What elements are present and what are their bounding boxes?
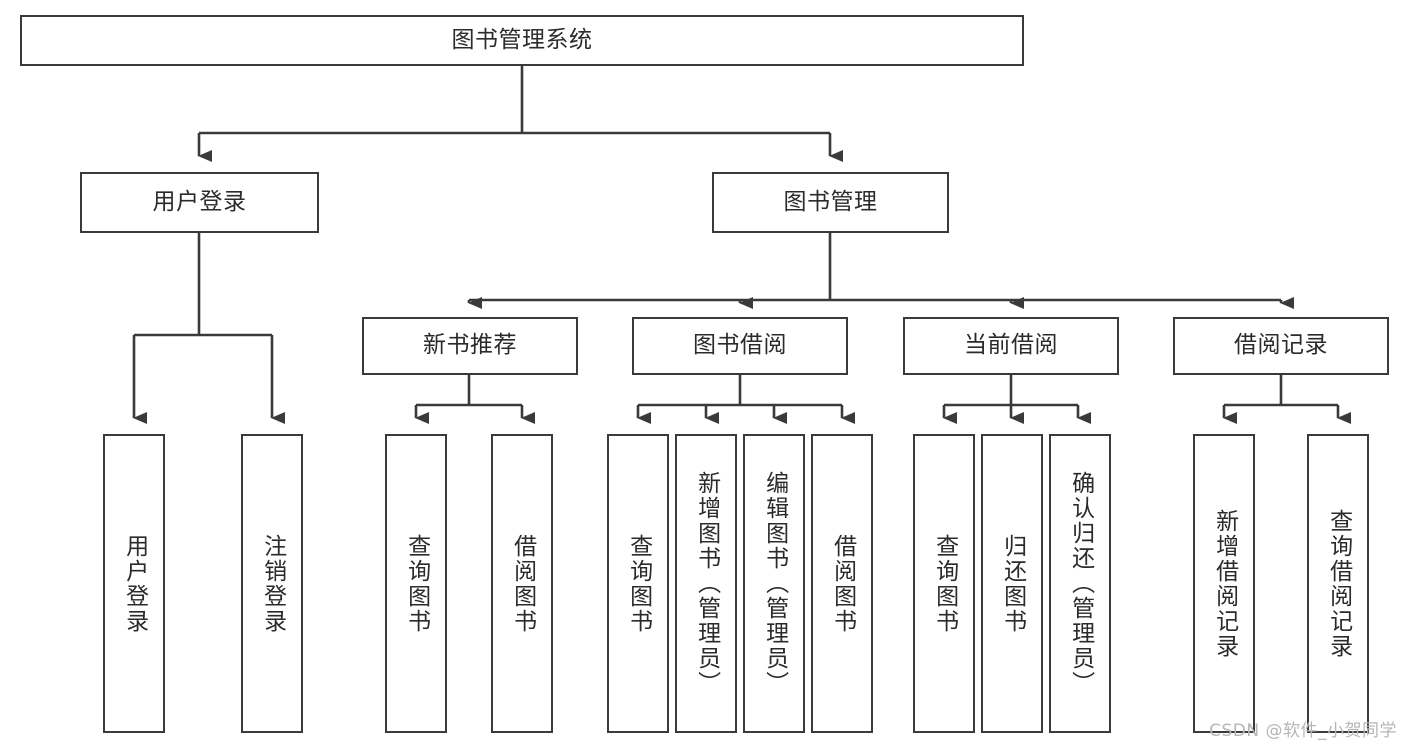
- node-label: 查询图书: [403, 533, 430, 634]
- node-user-login[interactable]: 用户登录: [80, 172, 319, 233]
- leaf-borrow-borrow-book[interactable]: 借阅图书: [811, 434, 873, 733]
- node-label: 用户登录: [121, 533, 148, 634]
- node-label: 查询图书: [625, 533, 652, 634]
- node-label: 编辑图书（管理员）: [761, 471, 788, 696]
- leaf-user-login-signout[interactable]: 注销登录: [241, 434, 303, 733]
- leaf-user-login-signin[interactable]: 用户登录: [103, 434, 165, 733]
- node-label: 借阅图书: [509, 533, 536, 634]
- node-label: 借阅记录: [1234, 332, 1328, 359]
- leaf-current-confirm-return-admin[interactable]: 确认归还（管理员）: [1049, 434, 1111, 733]
- leaf-new-book-query[interactable]: 查询图书: [385, 434, 447, 733]
- node-label: 查询图书: [931, 533, 958, 634]
- node-label: 图书管理: [783, 188, 878, 215]
- node-label: 图书管理系统: [451, 26, 593, 53]
- node-current-borrow[interactable]: 当前借阅: [903, 317, 1119, 375]
- node-book-borrow[interactable]: 图书借阅: [632, 317, 848, 375]
- leaf-new-book-borrow[interactable]: 借阅图书: [491, 434, 553, 733]
- csdn-watermark: CSDN @软件_小贺同学: [1209, 721, 1397, 741]
- node-root-system[interactable]: 图书管理系统: [20, 15, 1024, 66]
- node-label: 确认归还（管理员）: [1067, 471, 1094, 696]
- node-label: 借阅图书: [829, 533, 856, 634]
- leaf-records-add-record[interactable]: 新增借阅记录: [1193, 434, 1255, 733]
- node-label: 新增借阅记录: [1211, 508, 1238, 659]
- leaf-records-query-record[interactable]: 查询借阅记录: [1307, 434, 1369, 733]
- node-label: 注销登录: [259, 533, 286, 634]
- node-label: 当前借阅: [964, 332, 1058, 359]
- node-label: 新增图书（管理员）: [693, 471, 720, 696]
- node-label: 用户登录: [152, 188, 247, 215]
- leaf-current-query-book[interactable]: 查询图书: [913, 434, 975, 733]
- node-borrow-records[interactable]: 借阅记录: [1173, 317, 1389, 375]
- node-label: 图书借阅: [693, 332, 787, 359]
- leaf-borrow-query-book[interactable]: 查询图书: [607, 434, 669, 733]
- node-new-book-recommend[interactable]: 新书推荐: [362, 317, 578, 375]
- node-label: 查询借阅记录: [1325, 508, 1352, 659]
- leaf-borrow-add-book-admin[interactable]: 新增图书（管理员）: [675, 434, 737, 733]
- leaf-current-return-book[interactable]: 归还图书: [981, 434, 1043, 733]
- node-book-management[interactable]: 图书管理: [712, 172, 949, 233]
- node-label: 归还图书: [999, 533, 1026, 634]
- leaf-borrow-edit-book-admin[interactable]: 编辑图书（管理员）: [743, 434, 805, 733]
- node-label: 新书推荐: [423, 332, 517, 359]
